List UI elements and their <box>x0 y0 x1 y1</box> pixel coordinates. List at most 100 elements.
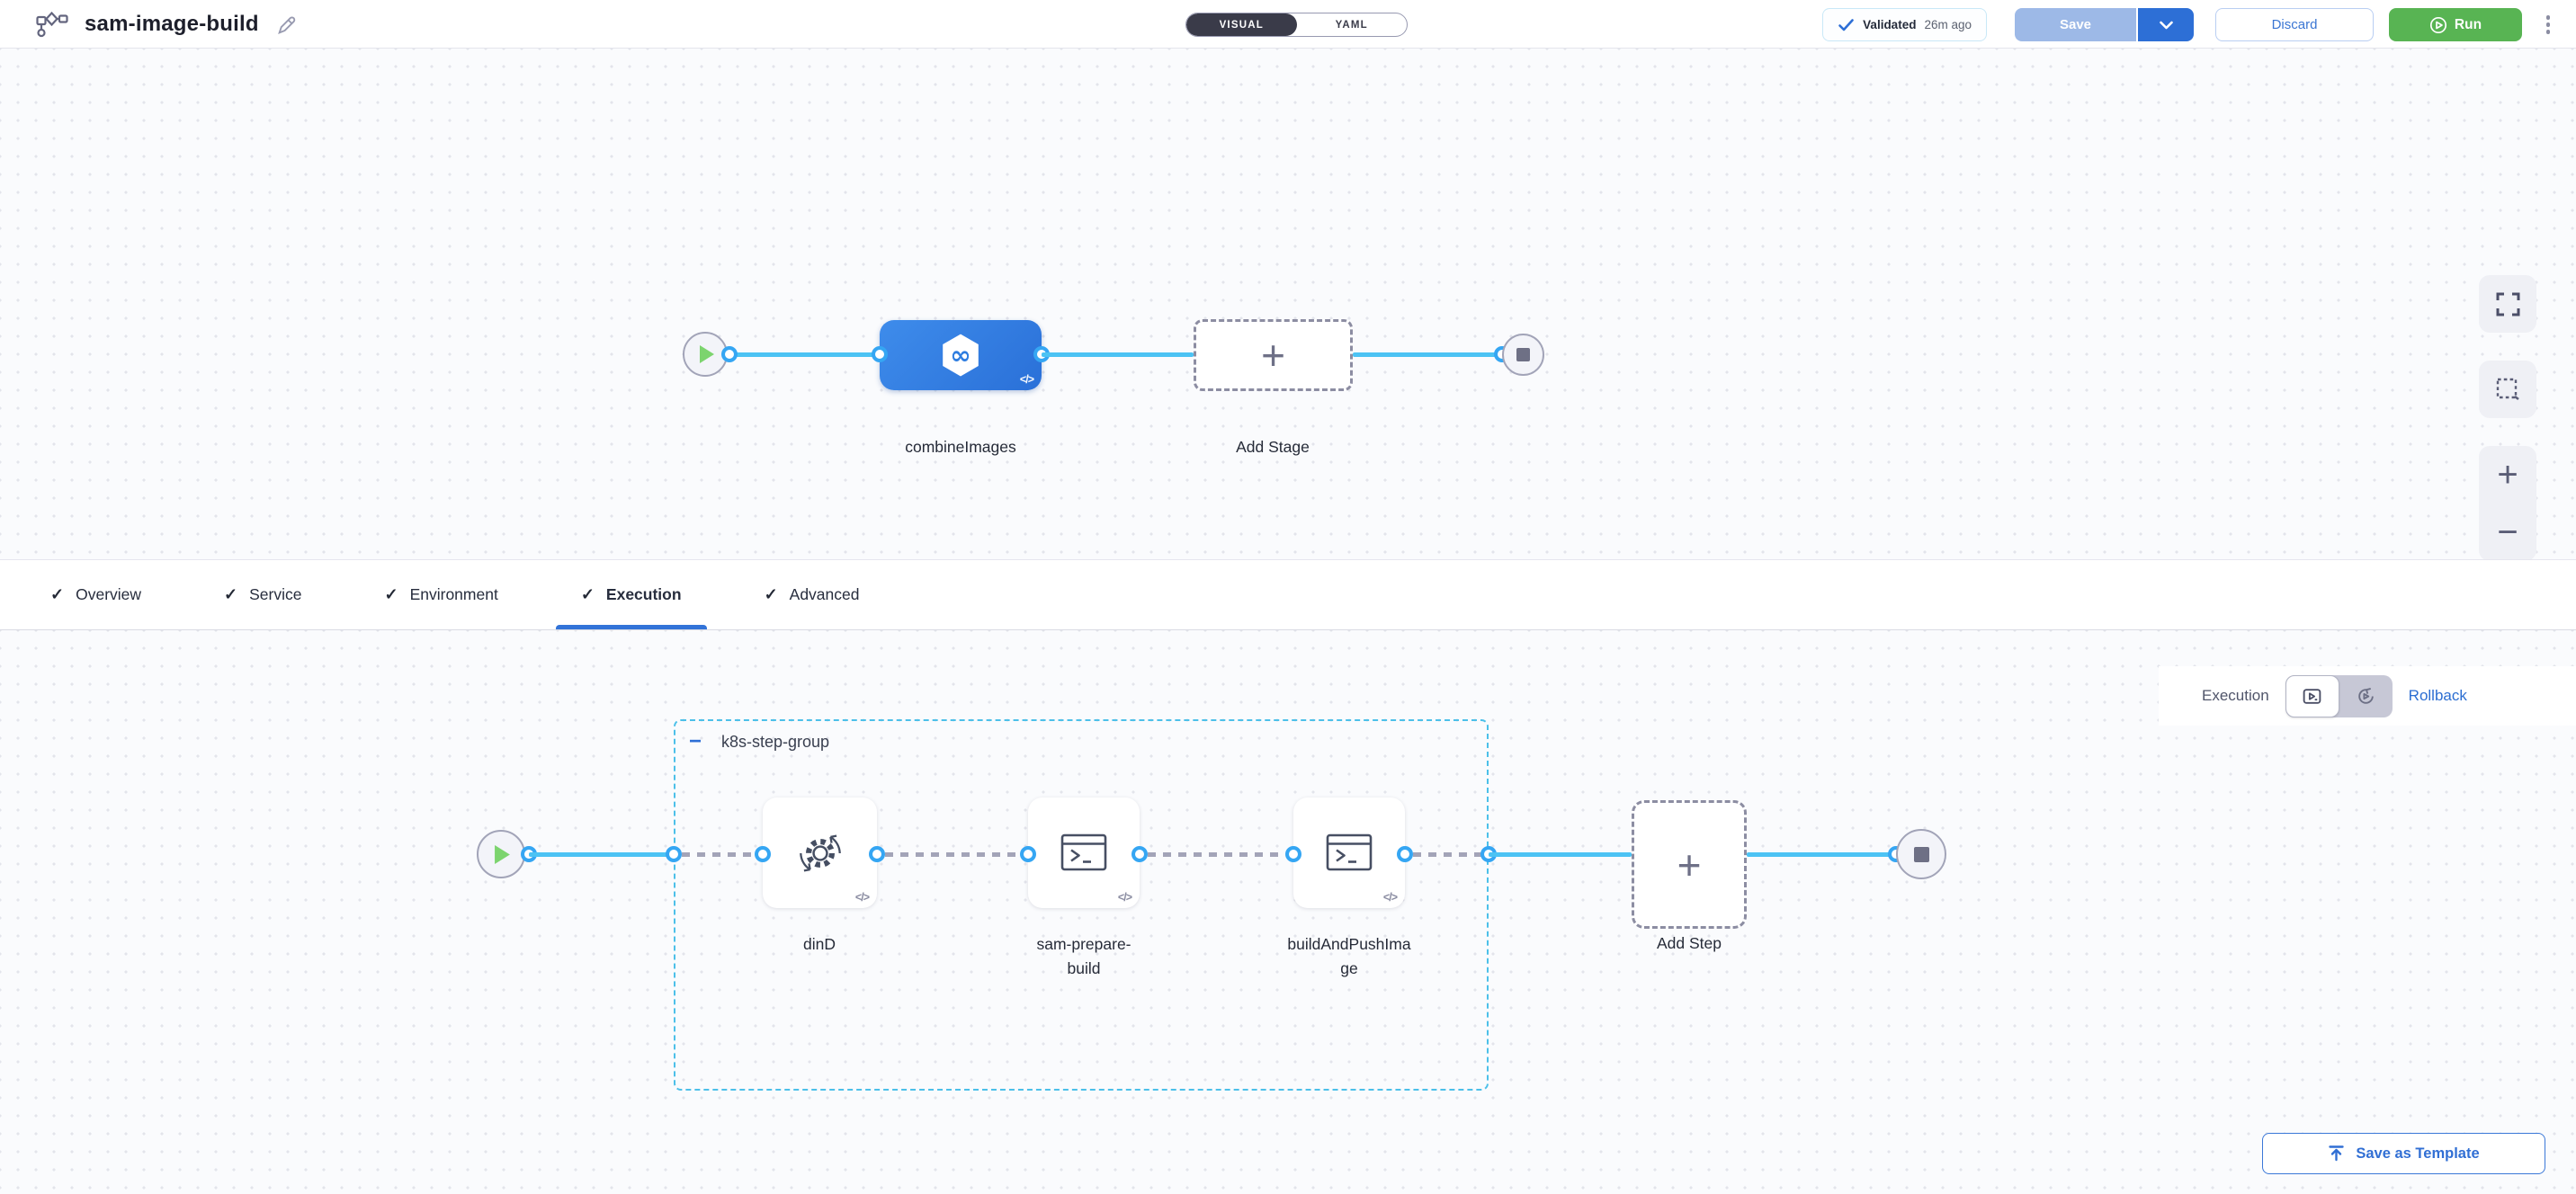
svg-text:∞: ∞ <box>950 340 970 370</box>
stage-tabbar: ✓ Overview ✓ Service ✓ Environment ✓ Exe… <box>0 559 2576 1174</box>
tab-execution[interactable]: ✓ Execution <box>555 560 707 629</box>
run-label: Run <box>2454 16 2482 32</box>
connector-dot <box>1131 846 1148 862</box>
code-badge-icon: </> <box>1019 373 1034 386</box>
tab-label: Overview <box>76 585 142 603</box>
save-as-template-button[interactable]: Save as Template <box>2262 1133 2545 1174</box>
code-badge-icon: </> <box>1117 891 1132 904</box>
play-icon <box>699 345 714 363</box>
connector-dot <box>755 846 771 862</box>
tab-label: Service <box>249 585 302 603</box>
connector-dot <box>872 346 888 362</box>
step-node-buildandpushimage[interactable]: </> <box>1293 797 1405 908</box>
check-icon: ✓ <box>764 585 778 603</box>
add-stage-label: Add Stage <box>1236 438 1310 456</box>
stage-label: combineImages <box>905 438 1016 456</box>
check-icon: ✓ <box>580 585 595 603</box>
code-badge-icon: </> <box>1382 891 1398 904</box>
connector-line <box>1353 352 1502 357</box>
run-play-icon <box>2429 16 2447 34</box>
save-button[interactable]: Save <box>2015 8 2136 41</box>
connector-line <box>1489 852 1632 857</box>
execution-start-node <box>477 830 525 878</box>
gear-sync-icon <box>799 834 841 871</box>
run-button[interactable]: Run <box>2389 8 2522 41</box>
connector-line <box>529 852 674 857</box>
add-stage-button[interactable]: + <box>1194 319 1353 391</box>
tab-label: Advanced <box>789 585 860 603</box>
connector-line <box>729 352 880 357</box>
tab-environment[interactable]: ✓ Environment <box>359 560 523 629</box>
collapse-group-icon[interactable]: − <box>689 731 707 753</box>
execution-steps-icon <box>2303 688 2321 704</box>
plus-icon: + <box>1677 841 1702 888</box>
fullscreen-icon <box>2496 292 2519 316</box>
tab-advanced[interactable]: ✓ Advanced <box>739 560 885 629</box>
visual-yaml-toggle: VISUAL YAML <box>1185 13 1408 37</box>
save-options-button[interactable] <box>2136 8 2194 41</box>
validated-time: 26m ago <box>1924 18 1972 31</box>
plus-icon: + <box>1261 332 1285 379</box>
save-split-button: Save <box>2015 8 2194 41</box>
pipeline-start-node <box>683 332 728 377</box>
edit-pencil-icon[interactable] <box>275 13 298 36</box>
play-icon <box>495 844 510 864</box>
step-label: buildAndPushImage <box>1287 935 1411 978</box>
terminal-icon <box>1326 833 1373 870</box>
add-step-button[interactable]: + <box>1632 800 1747 929</box>
active-tab-underline <box>555 625 707 629</box>
connector-line-dashed <box>682 852 763 857</box>
step-group-header: − k8s-step-group <box>689 731 830 753</box>
tab-overview[interactable]: ✓ Overview <box>25 560 166 629</box>
step-node-sam-prepare-build[interactable]: </> <box>1028 797 1140 908</box>
add-step-label: Add Step <box>1657 934 1722 952</box>
more-options-icon[interactable] <box>2536 8 2560 41</box>
check-icon: ✓ <box>50 585 65 603</box>
connector-dot <box>1285 846 1301 862</box>
step-node-dind[interactable]: </> <box>763 797 877 908</box>
save-as-template-label: Save as Template <box>2356 1145 2480 1162</box>
stop-icon <box>1516 348 1530 361</box>
stage-canvas: ∞ </> + combineImages Add Stage <box>0 49 2576 561</box>
check-icon: ✓ <box>224 585 238 603</box>
connector-dot <box>666 846 682 862</box>
tab-label: Execution <box>605 585 682 603</box>
connector-dot <box>1020 846 1036 862</box>
rollback-icon <box>2358 687 2374 704</box>
connector-line-dashed <box>1148 852 1285 857</box>
tab-visual[interactable]: VISUAL <box>1186 13 1297 36</box>
execution-end-node <box>1896 829 1946 879</box>
validated-check-icon <box>1838 18 1855 32</box>
stop-icon <box>1913 846 1929 862</box>
tab-label: Environment <box>409 585 498 603</box>
ci-stage-hexagon-icon: ∞ <box>943 334 979 377</box>
code-badge-icon: </> <box>854 891 870 904</box>
check-icon: ✓ <box>384 585 398 603</box>
execution-mode-row: Execution Rollback <box>2159 666 2576 726</box>
validated-label: Validated <box>1863 18 1917 31</box>
rollback-mode-button[interactable] <box>2339 675 2393 717</box>
connector-line-dashed <box>1413 852 1481 857</box>
validated-badge[interactable]: Validated 26m ago <box>1822 8 1987 41</box>
fullscreen-button[interactable] <box>2479 275 2536 333</box>
execution-canvas <box>0 630 2576 1194</box>
connector-dot <box>721 346 738 362</box>
tab-service[interactable]: ✓ Service <box>199 560 326 629</box>
zoom-out-button[interactable]: − <box>2479 503 2536 561</box>
zoom-controls: + − <box>2479 446 2536 561</box>
pipeline-end-node <box>1502 334 1544 376</box>
chevron-down-icon <box>2159 20 2174 31</box>
step-group-name: k8s-step-group <box>721 732 830 751</box>
rollback-label[interactable]: Rollback <box>2408 687 2467 704</box>
execution-rollback-toggle <box>2285 674 2393 717</box>
execution-mode-button[interactable] <box>2285 674 2340 717</box>
select-area-button[interactable] <box>2479 361 2536 418</box>
pipeline-icon <box>36 11 68 38</box>
step-label: sam-prepare-build <box>1036 935 1131 978</box>
upload-icon <box>2329 1145 2345 1162</box>
discard-button[interactable]: Discard <box>2215 8 2374 41</box>
zoom-in-button[interactable]: + <box>2479 446 2536 503</box>
tab-yaml[interactable]: YAML <box>1335 19 1368 31</box>
stage-node-combineimages[interactable]: ∞ </> <box>880 320 1042 390</box>
